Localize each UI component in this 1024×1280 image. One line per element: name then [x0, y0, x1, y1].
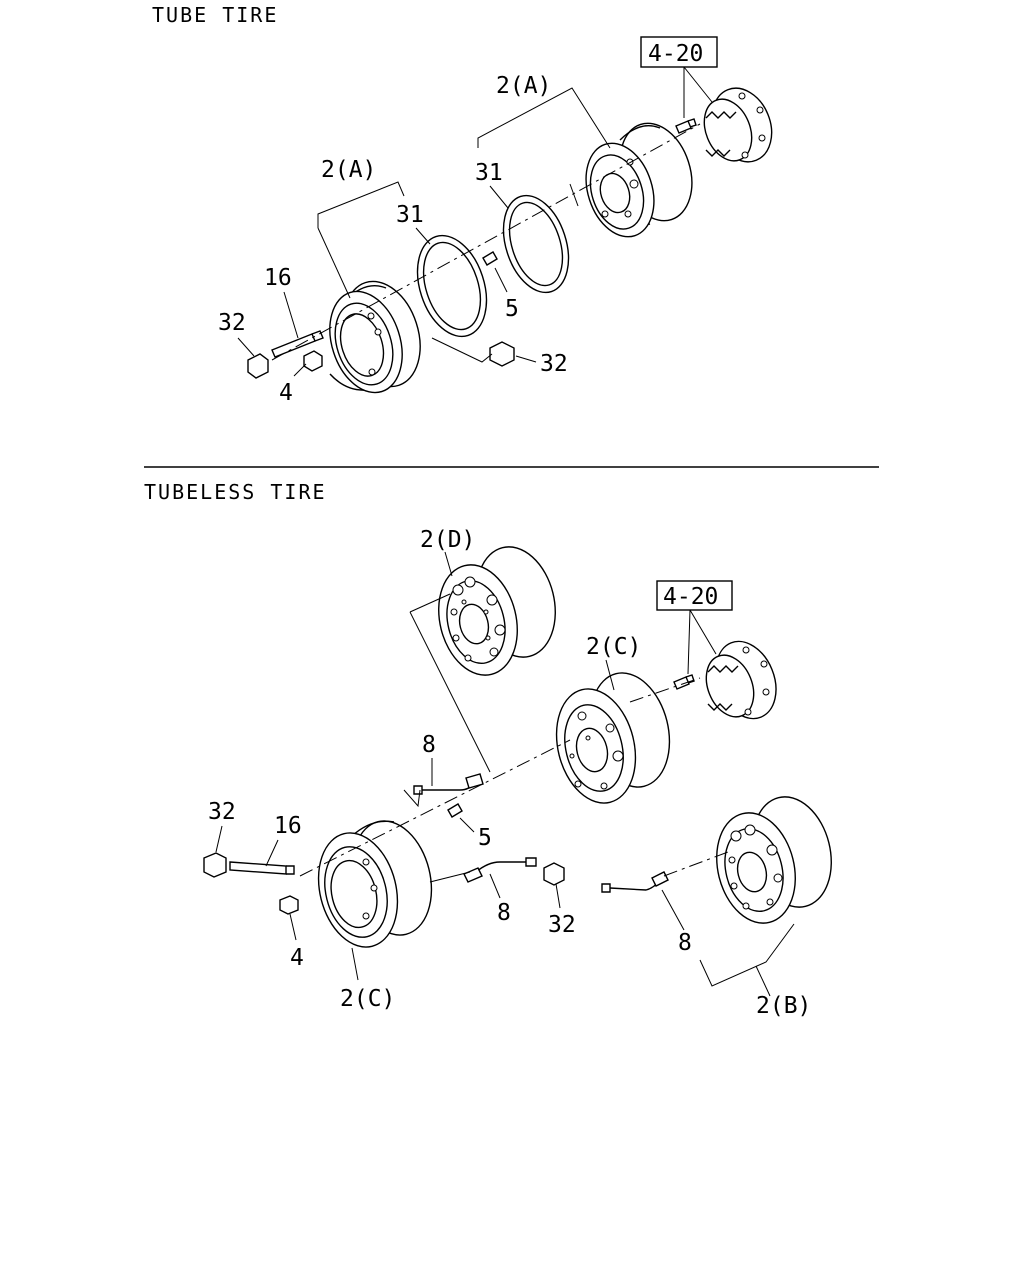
- callout-4-20-upper: 4-20: [648, 41, 703, 67]
- washer-4-upper: [303, 350, 323, 372]
- hub-upper: [703, 87, 773, 163]
- callout-8-right: 8: [678, 930, 692, 956]
- callout-8-mid: 8: [497, 900, 511, 926]
- callout-2c-front: 2(C): [340, 986, 395, 1012]
- callout-32-left-lower: 32: [208, 799, 236, 825]
- nut-32-left-lower: [203, 852, 227, 878]
- wheel-front-2a-upper: [329, 280, 421, 394]
- centerline-lower-3: [663, 851, 729, 877]
- leader-32-left-upper: [237, 337, 255, 357]
- callout-2a-front: 2(A): [321, 157, 376, 183]
- leader-2c-front: [351, 947, 359, 981]
- valve-5-upper: [482, 251, 498, 266]
- bracket-2b: [699, 923, 795, 987]
- callout-2a-rear: 2(A): [496, 73, 551, 99]
- ref-box-4-20-lower: [656, 580, 733, 611]
- leader-8-right: [661, 889, 685, 931]
- leader-4-lower: [289, 913, 297, 941]
- nut-32-mid-lower: [543, 862, 565, 886]
- ring-31-front: [416, 234, 488, 338]
- wheel-2c-front: [317, 820, 433, 948]
- leader-2d-stub: [409, 593, 451, 613]
- callout-4-lower: 4: [290, 945, 304, 971]
- leader-notch-lower: [403, 789, 421, 808]
- callout-31-rear: 31: [475, 160, 503, 186]
- centerline-lower-2: [629, 677, 701, 703]
- hub-stud-upper: [675, 118, 697, 134]
- bracket-2a-front: [317, 181, 405, 228]
- stud-16-upper: [271, 330, 324, 358]
- leader-2b: [755, 965, 771, 997]
- tube-tire-title: TUBE TIRE: [152, 3, 278, 27]
- callout-32-right-upper: 32: [540, 351, 568, 377]
- wheel-2b: [716, 796, 832, 924]
- hub-lower: [705, 640, 777, 720]
- callout-5-lower: 5: [478, 825, 492, 851]
- bracket-2a-rear: [477, 87, 611, 149]
- callout-2b: 2(B): [756, 993, 811, 1019]
- callout-8-upper: 8: [422, 732, 436, 758]
- valve-extension-8-mid: [463, 857, 537, 883]
- leader-32-mid-lower: [555, 883, 561, 909]
- nut-32-left-upper: [247, 353, 269, 379]
- leader-8-mid: [489, 873, 501, 899]
- leader-31-rear: [489, 185, 509, 209]
- callout-2d: 2(D): [420, 527, 475, 553]
- ring-31-rear: [502, 194, 570, 294]
- leader-2d: [444, 551, 453, 577]
- leader-4-20-upper: [683, 66, 713, 118]
- leader-2d-line: [409, 611, 491, 773]
- callout-5-upper: 5: [505, 296, 519, 322]
- callout-32-mid-lower: 32: [548, 912, 576, 938]
- wheel-2d: [438, 546, 556, 676]
- callout-16-upper: 16: [264, 265, 292, 291]
- wheel-rear-2a-upper: [585, 122, 693, 238]
- hub-stud-lower: [673, 674, 695, 690]
- leader-ring-rear-upper: [569, 183, 579, 207]
- callout-4-upper: 4: [279, 380, 293, 406]
- leader-valve-ext-mid: [429, 871, 471, 883]
- leader-5-lower: [459, 817, 475, 833]
- tubeless-tire-title: TUBELESS TIRE: [144, 480, 327, 504]
- valve-extension-8-right: [601, 871, 669, 893]
- valve-5-lower: [447, 803, 463, 818]
- ref-box-4-20-upper: [640, 36, 718, 68]
- stud-16-lower: [229, 861, 295, 875]
- leader-4-upper: [293, 363, 307, 377]
- leader-nut-path-upper: [431, 337, 493, 363]
- leader-16-lower: [265, 839, 279, 867]
- leader-31-front: [415, 227, 431, 245]
- callout-31-front: 31: [396, 202, 424, 228]
- callout-16-lower: 16: [274, 813, 302, 839]
- leader-2c-rear: [605, 659, 615, 691]
- leader-2a-front: [317, 227, 351, 299]
- callout-4-20-lower: 4-20: [663, 584, 718, 610]
- leader-32-left-lower: [215, 825, 223, 853]
- washer-4-lower: [279, 895, 299, 915]
- leader-5-upper: [494, 267, 508, 293]
- centerline-lower-1: [299, 739, 571, 877]
- leader-32-right-upper: [515, 355, 537, 363]
- nut-32-right-upper: [489, 341, 515, 367]
- valve-extension-8-upper: [413, 773, 484, 795]
- centerline-upper: [271, 123, 701, 361]
- wheel-2c-rear: [555, 672, 671, 804]
- callout-32-left-upper: 32: [218, 310, 246, 336]
- callout-2c-rear: 2(C): [586, 634, 641, 660]
- leader-4-20-lower: [687, 609, 717, 675]
- leader-16-upper: [283, 291, 299, 339]
